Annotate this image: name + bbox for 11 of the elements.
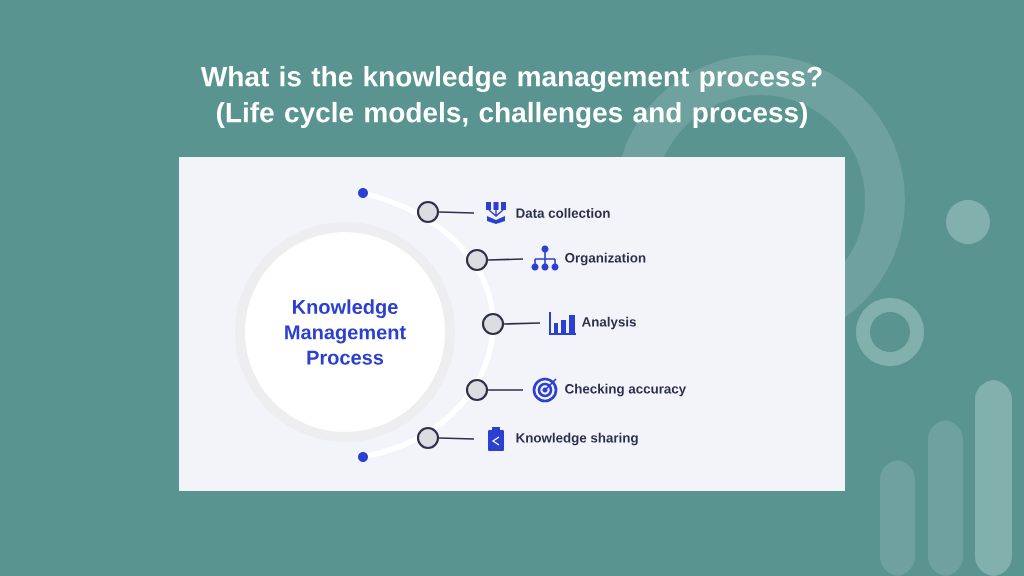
item-label: Checking accuracy (565, 383, 687, 397)
connector-line (438, 211, 475, 214)
title: What is the knowledge management process? (Life cycle models, challenges and process) (200, 65, 822, 129)
item-label: Data collection (516, 208, 610, 218)
connector-line (487, 389, 524, 391)
connector-line (503, 322, 541, 325)
connector-line (487, 258, 524, 261)
item-label: Knowledge sharing (516, 432, 638, 446)
connector-line (438, 437, 475, 440)
item-label: Organization (565, 252, 646, 266)
item-label: Analysis (581, 316, 636, 330)
